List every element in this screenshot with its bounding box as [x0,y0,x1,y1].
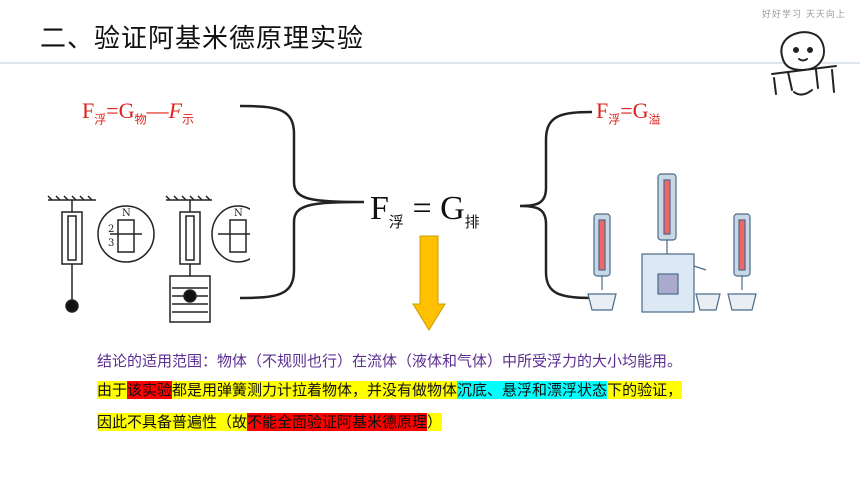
overflow-cup-diagram [587,173,757,313]
explanation-line-1: 由于该实验都是用弹簧测力计拉着物体，并没有做物体沉底、悬浮和漂浮状态下的验证， [97,381,683,399]
left-brace-icon [239,104,365,300]
page-title: 二、验证阿基米德原理实验 [40,24,365,54]
archimedes-formula: F浮 = G排 [370,190,480,231]
dial-unit-label: N [122,208,131,219]
svg-text:2: 2 [108,224,114,235]
svg-text:N: N [234,208,243,219]
formula-weighing-method: F浮=G物—F示 [82,98,195,127]
down-arrow-icon [412,235,446,331]
title-divider [0,62,860,64]
formula-overflow-method: F浮=G溢 [596,98,661,127]
svg-text:3: 3 [108,238,114,249]
explanation-line-2: 因此不具备普遍性（故不能全面验证阿基米德原理） [97,413,443,431]
corner-caption: 好好学习 天天向上 [762,10,846,20]
cartoon-student-icon [771,31,837,96]
conclusion-text: 结论的适用范围：物体（不规则也行）在流体（液体和气体）中所受浮力的大小均能用。 [97,352,683,370]
spring-scale-diagram: N 2 3 N [47,195,250,323]
right-brace-icon [519,110,593,300]
